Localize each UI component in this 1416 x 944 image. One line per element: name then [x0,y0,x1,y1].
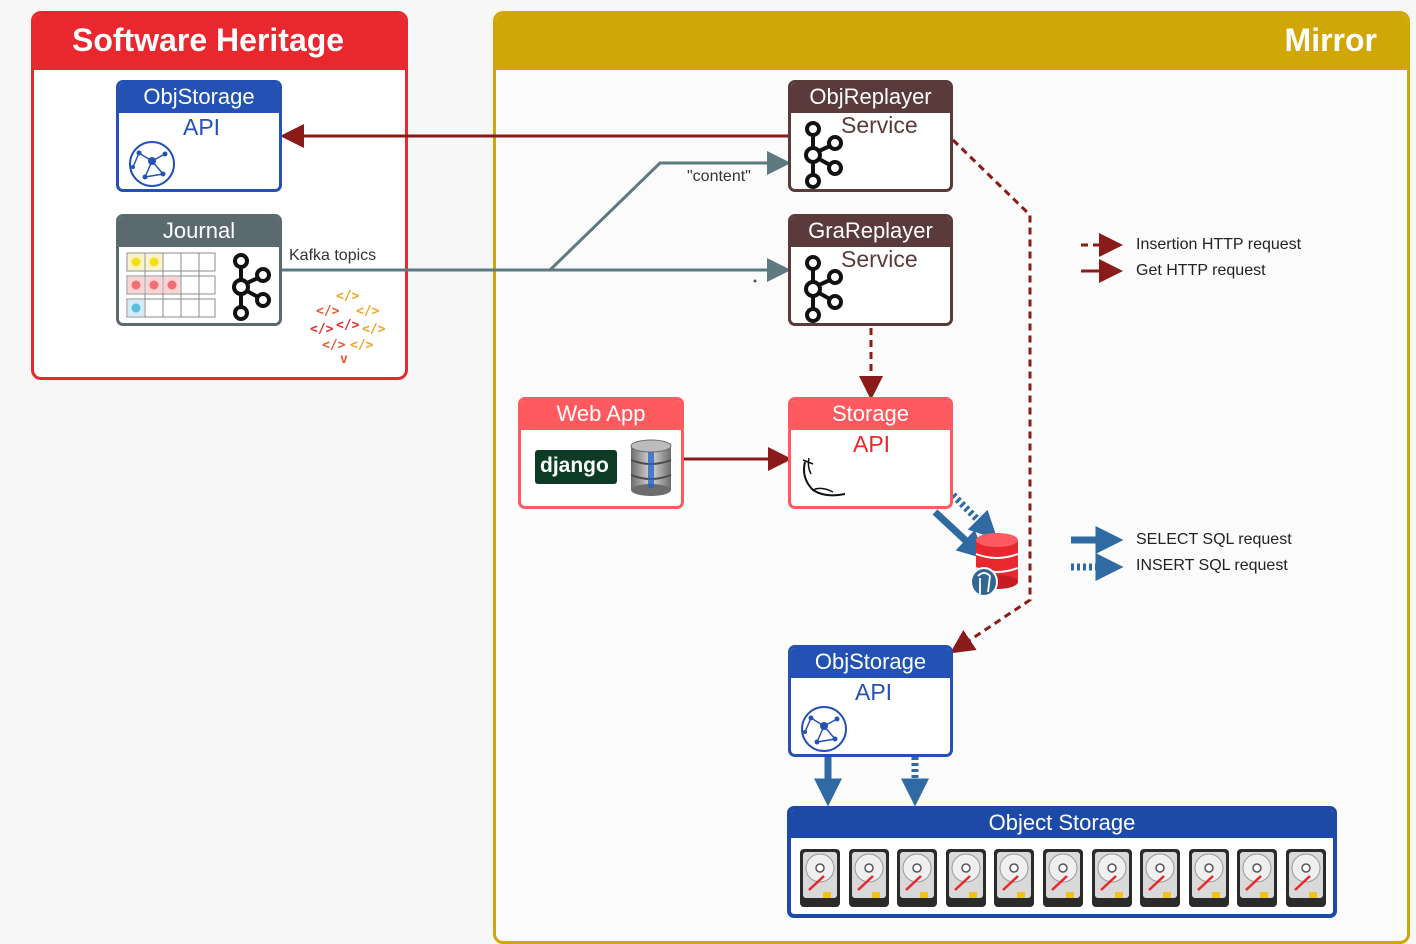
svg-text:</>: </> [310,322,334,337]
hard-disk-icon [1188,849,1229,907]
svg-text:</>: </> [322,338,346,353]
postgresql-database-icon [970,533,1019,597]
storage-subtitle: API [853,431,891,457]
software-heritage-header: Software Heritage [34,14,405,70]
edge-label-kafka-topics: Kafka topics [289,247,377,264]
journal-node: Journal [116,214,282,326]
grareplayer-subtitle: Service [841,246,918,272]
kafka-icon [232,253,271,321]
mirror-objstorage-api-node: ObjStorage API [788,645,953,757]
hard-disk-icon [1237,849,1278,907]
storage-title: Storage [791,400,950,430]
django-badge: django [535,450,617,484]
edge-objreplayer-to-mirror-objstorage [950,138,1032,654]
mirror-title: Mirror [1284,22,1377,58]
flask-icon [802,457,846,497]
kafka-icon [804,255,843,323]
database-icon [630,439,672,496]
hard-disk-icon [800,849,840,907]
journal-table-icon [126,252,216,318]
kafka-icon [804,121,843,189]
svg-text:</>: </> [362,322,386,337]
edge-storage-select-db [932,509,986,560]
hard-disk-icon [1140,849,1181,907]
webapp-node: Web App django [518,397,684,509]
mirror-header: Mirror [496,14,1407,70]
sh-objstorage-api-node: ObjStorage API [116,80,282,192]
kafka-dot [753,279,757,283]
webapp-title: Web App [521,400,681,430]
object-storage-node: Object Storage [787,806,1337,918]
objreplayer-service-node: ObjReplayer Service [788,80,953,192]
journal-title: Journal [119,217,279,247]
hard-disk-icon [848,849,889,907]
edge-kafka-content-to-objreplayer [548,151,791,272]
network-icon [129,141,175,187]
svg-text:</>: </> [316,304,340,319]
hard-disk-icon [994,849,1035,907]
legend-select-sql-label: SELECT SQL request [1136,531,1292,548]
mirror-objstorage-title: ObjStorage [791,648,950,678]
disk-row [799,848,1329,910]
objreplayer-subtitle: Service [841,112,918,138]
storage-api-node: Storage API [788,397,953,509]
hard-disk-icon [1286,849,1326,907]
svg-text:v: v [340,352,348,365]
sh-objstorage-title: ObjStorage [119,83,279,113]
hard-disk-icon [945,849,986,907]
grareplayer-title: GraReplayer [791,217,950,247]
legend-get-http-label: Get HTTP request [1136,262,1266,279]
django-label: django [540,454,609,477]
svg-text:</>: </> [336,289,360,304]
software-heritage-title: Software Heritage [72,22,345,58]
svg-text:</>: </> [356,304,380,319]
svg-text:</>: </> [350,338,374,353]
svg-text:</>: </> [336,318,360,333]
grareplayer-service-node: GraReplayer Service [788,214,953,326]
sh-objstorage-subtitle: API [183,114,221,140]
objreplayer-title: ObjReplayer [791,83,950,113]
edge-label-content: "content" [687,168,751,185]
hard-disk-icon [1091,849,1132,907]
software-heritage-logo-icon: </> </> </> </> </> </> </> </> v [310,289,386,365]
legend-insertion-http-label: Insertion HTTP request [1136,236,1302,253]
object-storage-title: Object Storage [791,810,1333,838]
hard-disk-icon [1043,849,1083,907]
edge-storage-insert-db [950,492,998,540]
hard-disk-icon [897,849,938,907]
network-icon [801,706,847,752]
legend-insert-sql-label: INSERT SQL request [1136,557,1288,574]
mirror-objstorage-subtitle: API [855,679,893,705]
